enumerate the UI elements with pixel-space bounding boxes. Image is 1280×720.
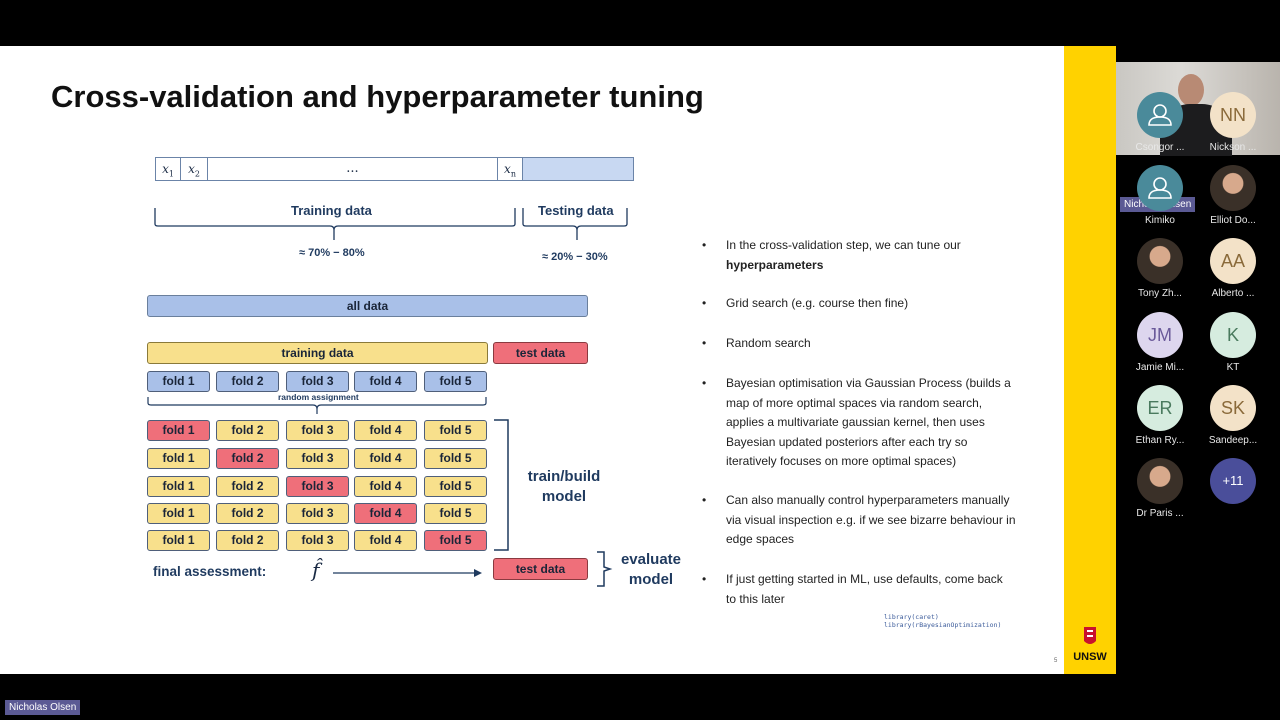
bullet-grid-search: Grid search (e.g. course then fine) — [702, 294, 1026, 314]
training-fold: fold 3 — [286, 530, 349, 551]
bullet-hyperparameters: In the cross-validation step, we can tun… — [702, 236, 1026, 275]
training-fold: fold 4 — [354, 476, 417, 497]
training-fold: fold 2 — [216, 476, 279, 497]
code-line: library(rBayesianOptimization) — [884, 621, 1002, 629]
x1-cell: x1 — [155, 157, 181, 181]
participant-initials[interactable]: SK — [1210, 385, 1256, 431]
x2-cell: x2 — [180, 157, 208, 181]
participant-initials[interactable]: NN — [1210, 92, 1256, 138]
unsw-logo: UNSW — [1073, 627, 1107, 663]
participant-name: Elliot Do... — [1210, 215, 1256, 226]
validation-fold: fold 3 — [286, 476, 349, 497]
training-fold: fold 3 — [286, 448, 349, 469]
participant-photo[interactable] — [1210, 165, 1256, 211]
slide-title: Cross-validation and hyperparameter tuni… — [51, 79, 704, 114]
testing-percent: ≈ 20% − 30% — [542, 251, 608, 263]
testing-brace — [522, 208, 628, 240]
training-fold: fold 1 — [147, 530, 210, 551]
f-hat-symbol: f̂ — [312, 558, 320, 582]
unsw-yellow-strip — [1064, 46, 1116, 674]
page-number: 5 — [1054, 658, 1058, 664]
evaluate-bracket — [597, 551, 613, 587]
fold-blue: fold 5 — [424, 371, 487, 392]
training-data-bar: training data — [147, 342, 488, 364]
fold-blue: fold 4 — [354, 371, 417, 392]
participant-photo[interactable] — [1137, 238, 1183, 284]
training-brace — [154, 208, 516, 240]
fold-blue: fold 2 — [216, 371, 279, 392]
more-participants-button[interactable]: +11 — [1210, 458, 1256, 504]
training-fold: fold 5 — [424, 420, 487, 441]
training-fold: fold 4 — [354, 448, 417, 469]
fold-blue: fold 1 — [147, 371, 210, 392]
final-test-data-bar: test data — [493, 558, 588, 580]
training-fold: fold 4 — [354, 420, 417, 441]
random-assignment-label: random assignment — [275, 392, 362, 402]
person-icon[interactable] — [1137, 92, 1183, 138]
validation-fold: fold 5 — [424, 530, 487, 551]
evaluate-model-label: evaluate model — [620, 551, 682, 588]
participant-name: Dr Paris ... — [1136, 508, 1184, 519]
random-assignment-brace — [147, 397, 487, 414]
bottom-name-tag: Nicholas Olsen — [5, 700, 81, 715]
participant-name: Nickson ... — [1209, 142, 1257, 153]
participant-name: Jamie Mi... — [1135, 362, 1185, 373]
participant-name: Tony Zh... — [1138, 288, 1182, 299]
participant-name: Sandeep... — [1208, 435, 1258, 446]
validation-fold: fold 1 — [147, 420, 210, 441]
training-fold: fold 5 — [424, 503, 487, 524]
training-percent: ≈ 70% − 80% — [299, 247, 365, 259]
presentation-slide: Cross-validation and hyperparameter tuni… — [0, 46, 1064, 674]
bullet-bayesian: Bayesian optimisation via Gaussian Proce… — [702, 374, 1018, 472]
participant-initials[interactable]: ER — [1137, 385, 1183, 431]
bullet-random-search: Random search — [702, 334, 1026, 354]
participant-name: KT — [1226, 362, 1240, 373]
fold-blue: fold 3 — [286, 371, 349, 392]
split-braces — [154, 208, 628, 240]
assessment-arrow — [333, 569, 482, 577]
testing-data-label: Testing data — [538, 203, 614, 218]
participant-initials[interactable]: AA — [1210, 238, 1256, 284]
participant-initials[interactable]: JM — [1137, 312, 1183, 358]
svg-text:UNSW: UNSW — [1073, 651, 1107, 663]
training-fold: fold 3 — [286, 420, 349, 441]
train-build-label: train/build model — [527, 468, 601, 505]
participant-name: Alberto ... — [1211, 288, 1255, 299]
training-fold: fold 3 — [286, 503, 349, 524]
speaker-head — [1178, 74, 1204, 106]
ellipsis-cell: ... — [207, 157, 498, 181]
all-data-bar: all data — [147, 295, 588, 317]
xn-cell: xn — [497, 157, 523, 181]
training-fold: fold 1 — [147, 476, 210, 497]
training-fold: fold 2 — [216, 503, 279, 524]
training-data-label: Training data — [291, 203, 372, 218]
test-cells-block — [522, 157, 634, 181]
training-fold: fold 5 — [424, 476, 487, 497]
participant-name: Kimiko — [1144, 215, 1175, 226]
train-build-bracket — [494, 419, 509, 551]
person-icon[interactable] — [1137, 165, 1183, 211]
participant-photo[interactable] — [1137, 458, 1183, 504]
final-assessment-label: final assessment: — [153, 564, 267, 579]
validation-fold: fold 2 — [216, 448, 279, 469]
bullet-defaults: If just getting started in ML, use defau… — [702, 570, 1006, 609]
test-data-bar: test data — [493, 342, 588, 364]
bullet-manual-control: Can also manually control hyperparameter… — [702, 491, 1018, 550]
training-fold: fold 2 — [216, 420, 279, 441]
participant-name: Csongor ... — [1135, 142, 1185, 153]
training-fold: fold 5 — [424, 448, 487, 469]
participant-initials[interactable]: K — [1210, 312, 1256, 358]
training-fold: fold 1 — [147, 503, 210, 524]
training-fold: fold 2 — [216, 530, 279, 551]
training-fold: fold 1 — [147, 448, 210, 469]
training-fold: fold 4 — [354, 530, 417, 551]
validation-fold: fold 4 — [354, 503, 417, 524]
code-line: library(caret) — [884, 613, 939, 621]
participant-name: Ethan Ry... — [1135, 435, 1185, 446]
